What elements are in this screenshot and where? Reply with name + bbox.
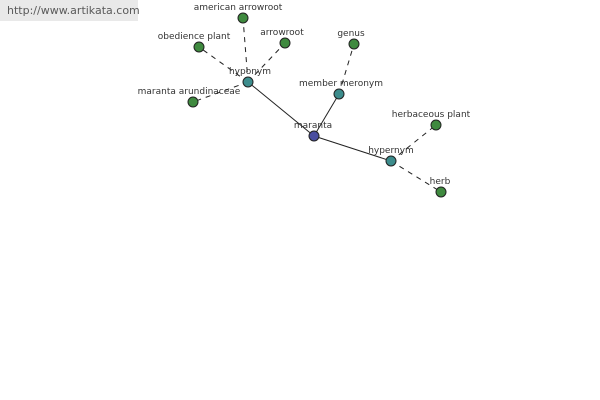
label-hyponym: hyponym [229, 67, 271, 77]
edge-hyponym-arrowroot [247, 42, 286, 83]
edge-hyponym-obedience-plant [198, 46, 249, 83]
node-maranta[interactable] [308, 130, 320, 142]
edge-member-meronym-genus [338, 43, 355, 95]
node-hypernym[interactable] [385, 155, 397, 167]
label-herb: herb [430, 177, 451, 187]
node-herb[interactable] [435, 186, 447, 198]
node-genus[interactable] [348, 38, 360, 50]
node-american-arrowroot[interactable] [237, 12, 249, 24]
edge-maranta-hypernym [313, 135, 392, 162]
watermark-url[interactable]: http://www.artikata.com [0, 0, 140, 21]
edge-hyponym-american-arrowroot [242, 17, 249, 83]
label-obedience-plant: obedience plant [158, 32, 231, 42]
node-herbaceous-plant[interactable] [430, 119, 442, 131]
label-arrowroot: arrowroot [260, 28, 304, 38]
label-herbaceous-plant: herbaceous plant [392, 110, 471, 120]
label-member-meronym: member meronym [299, 79, 383, 89]
node-member-meronym[interactable] [333, 88, 345, 100]
label-genus: genus [337, 29, 365, 39]
node-obedience-plant[interactable] [193, 41, 205, 53]
label-hypernym: hypernym [368, 146, 414, 156]
label-american-arrowroot: american arrowroot [194, 3, 283, 13]
edge-maranta-member-meronym [313, 93, 340, 137]
node-hyponym[interactable] [242, 76, 254, 88]
node-maranta-arundinaceae[interactable] [187, 96, 199, 108]
edge-maranta-hyponym [247, 81, 315, 137]
label-maranta: maranta [294, 121, 332, 131]
label-maranta-arundinaceae: maranta arundinaceae [138, 87, 241, 97]
node-arrowroot[interactable] [279, 37, 291, 49]
